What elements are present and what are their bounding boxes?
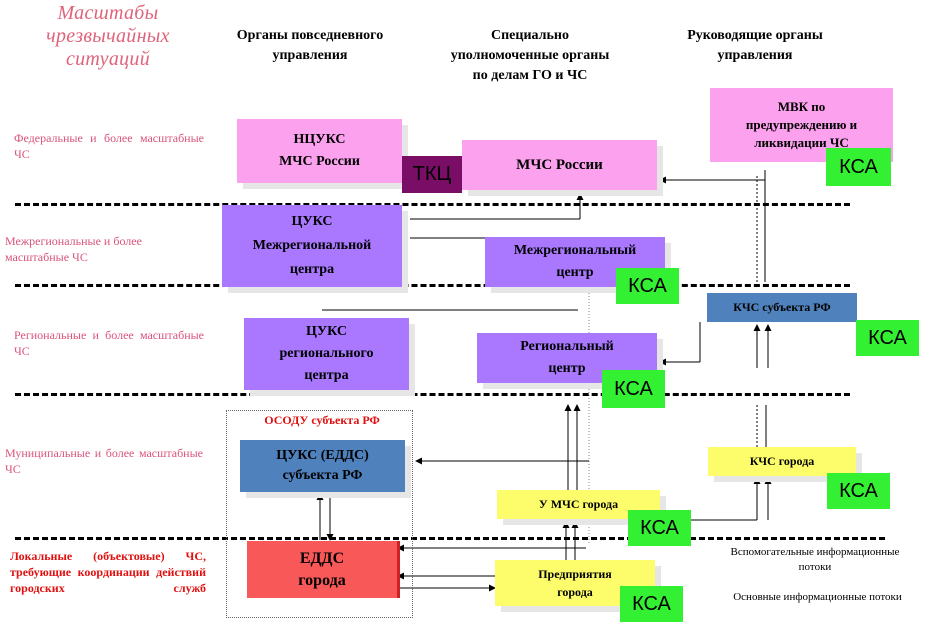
legend-main-flows: Основные информационные потоки [733, 591, 902, 603]
ksa-kchs-city: КСА [827, 473, 890, 509]
row-label-regional: Региональные и более масштабные ЧС [14, 328, 204, 358]
row-label-municipal: Муниципальные и более масштабные ЧС [5, 446, 203, 476]
osodu-frame [226, 410, 413, 618]
separator-regional [15, 393, 850, 396]
osodu-label: ОСОДУ субъекта РФ [264, 413, 380, 427]
ksa-mvk: КСА [826, 148, 891, 186]
ksa-enterprises: КСА [620, 586, 683, 622]
cuks-edds-box[interactable]: ЦУКС (ЕДДС)субъекта РФ [240, 440, 405, 492]
kchs-subject-box[interactable]: КЧС субъекта РФ [707, 293, 857, 322]
mchs-russia-box[interactable]: МЧС России [462, 140, 657, 190]
separator-interregional [15, 284, 850, 287]
row-label-interregional: Межрегиональные и более масштабные ЧС [5, 234, 142, 264]
separator-municipal [15, 537, 885, 540]
kchs-city-box[interactable]: КЧС города [708, 447, 856, 476]
scale-title: Масштабы чрезвычайных ситуаций [46, 2, 170, 70]
tkc-box[interactable]: ТКЦ [402, 156, 462, 193]
ksa-u-mchs: КСА [628, 510, 691, 546]
row-label-federal: Федеральные и более масштабные ЧС [14, 131, 204, 161]
row-label-local: Локальные (объектовые) ЧС, требующие коо… [10, 549, 206, 595]
ksa-interregional: КСА [616, 268, 679, 304]
ksa-regional: КСА [602, 370, 665, 408]
ksa-kchs-subject: КСА [856, 320, 919, 356]
separator-federal [15, 203, 850, 206]
